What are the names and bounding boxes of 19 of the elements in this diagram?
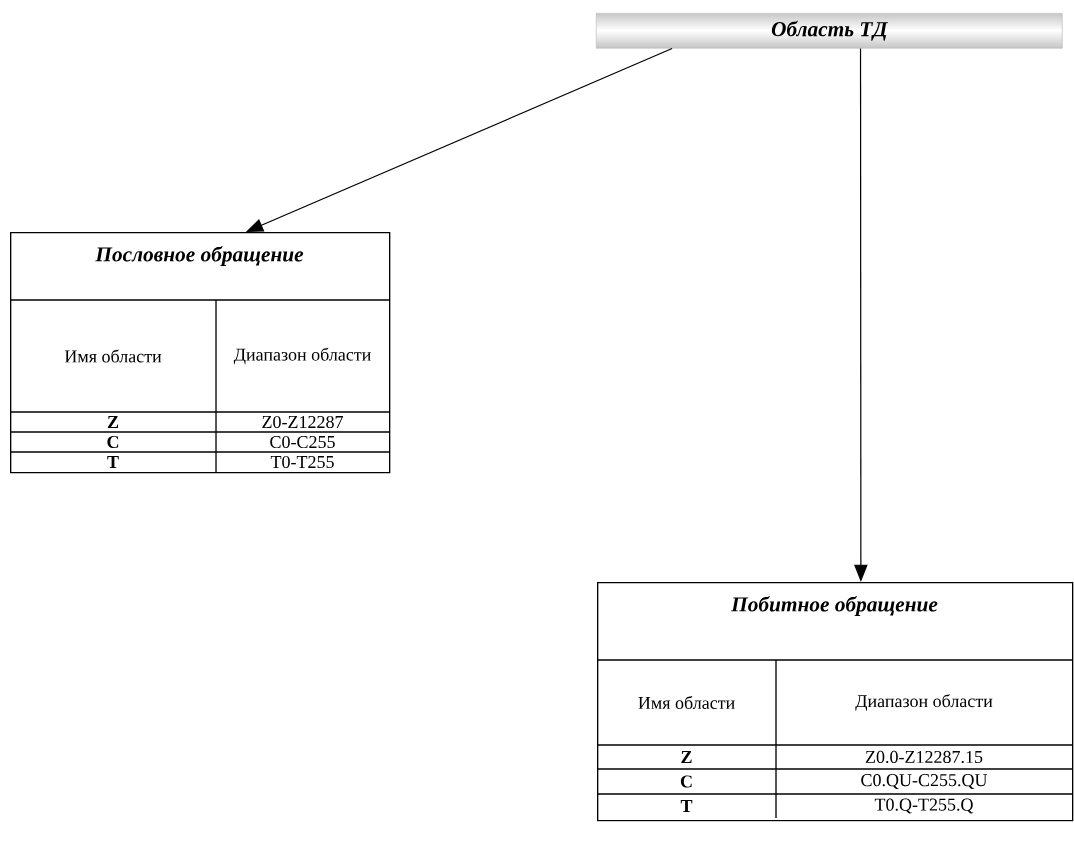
table-heading: Побитное обращение (731, 596, 938, 616)
title-bar: Область ТД (596, 13, 1063, 49)
table-cell: C0.QU-C255.QU (861, 774, 988, 789)
table-cell: Z0.0-Z12287.15 (865, 750, 983, 764)
table-cell: C0-C255 (270, 435, 335, 449)
table-cell: Z (107, 416, 119, 428)
table-cell: T0.Q-T255.Q (874, 798, 974, 814)
table-cell: C (680, 775, 692, 788)
table-cell: Диапазон области (233, 347, 371, 365)
table-cell: T (107, 456, 119, 468)
table-cell: Диапазон области (855, 694, 993, 711)
table-heading: Пословное обращение (95, 246, 304, 266)
table-cell: Имя области (638, 696, 735, 709)
table-cell: T (680, 800, 693, 812)
table-cell: Z (681, 751, 692, 763)
table-cell: T0-T255 (270, 455, 334, 469)
table-cell: Имя области (64, 349, 162, 363)
table-cell: Z0-Z12287 (262, 415, 343, 429)
table-cell: C (107, 435, 119, 449)
